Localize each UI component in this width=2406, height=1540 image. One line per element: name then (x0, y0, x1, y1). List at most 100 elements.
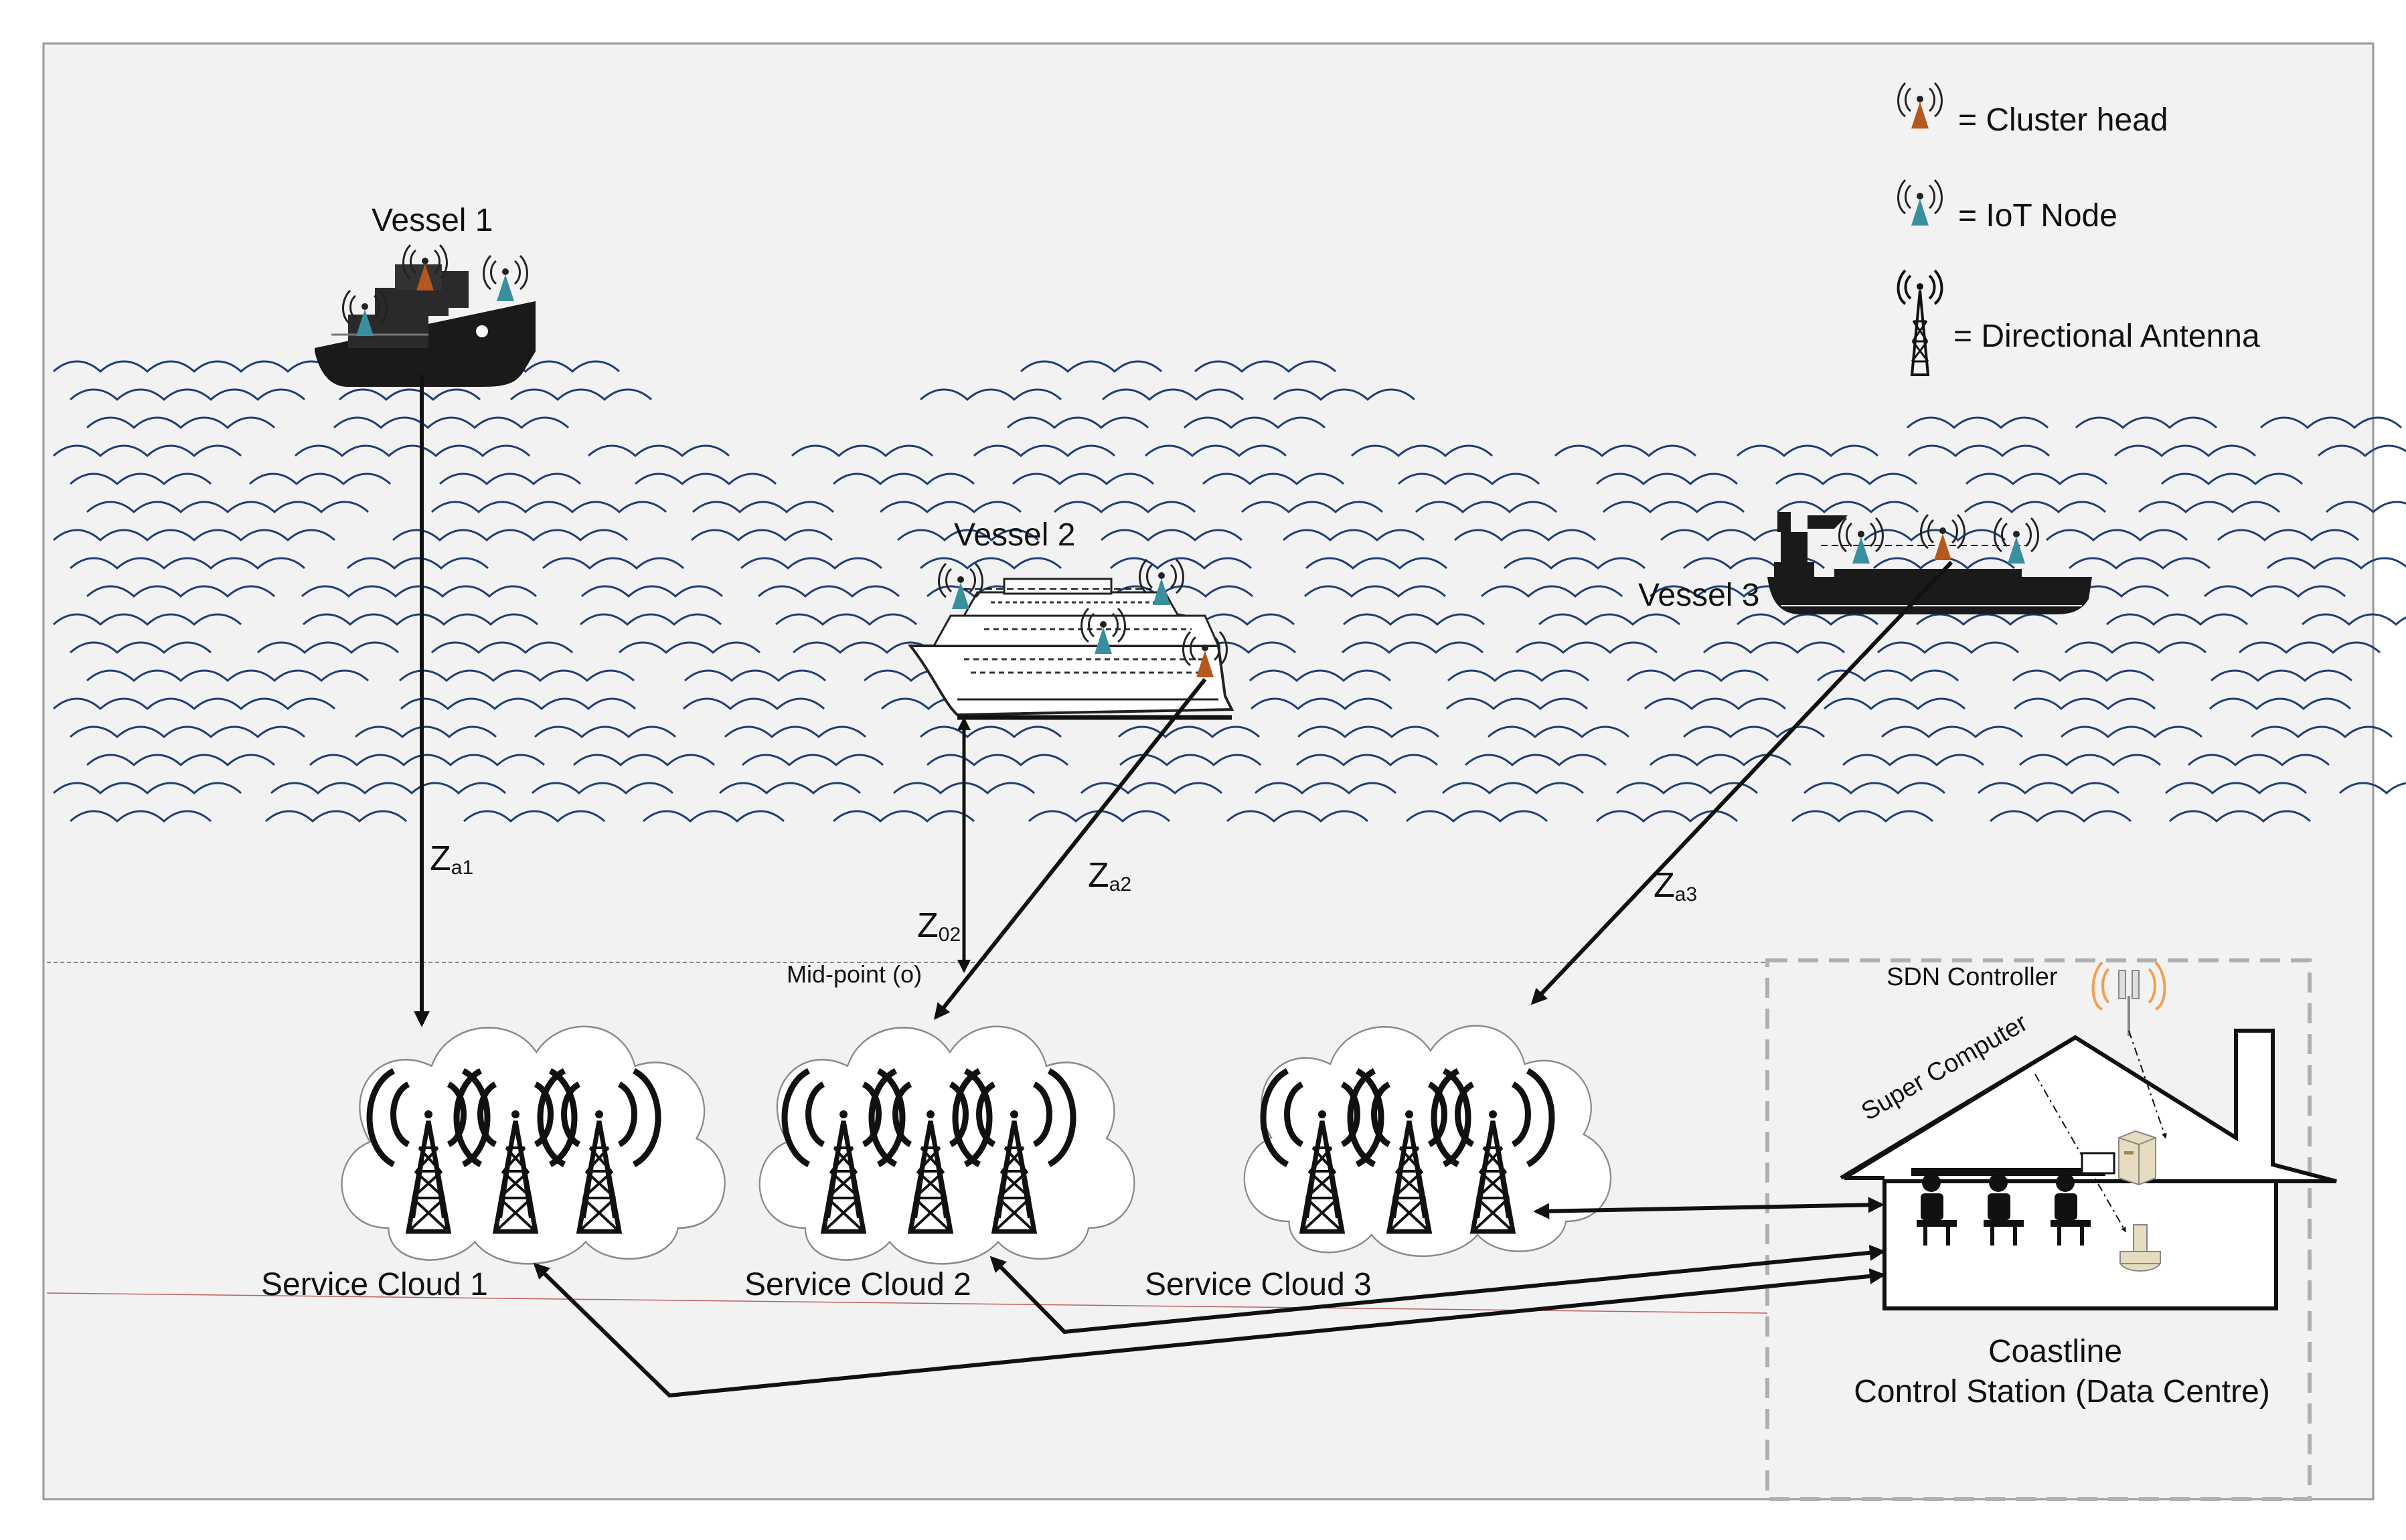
link-za2-arrow (934, 678, 1207, 1020)
wave-line (2075, 416, 2218, 430)
wave-line (1053, 501, 1196, 514)
super-computer-server-icon (2118, 1130, 2156, 1186)
wave-line (1249, 669, 1392, 683)
vessel-3-label: Vessel 3 (1638, 578, 1759, 613)
wave-line (1842, 754, 1985, 767)
sea-waves (52, 360, 2406, 823)
wave-line (1791, 810, 1934, 823)
wave-line (740, 557, 883, 570)
wave-line (1453, 529, 1597, 542)
wave-line (52, 444, 242, 458)
wave-line (1487, 725, 1630, 739)
wave-line (1254, 782, 1397, 795)
wave-line (1876, 641, 2020, 655)
wave-line (1006, 416, 1149, 430)
wave-line (52, 613, 242, 626)
wave-line (618, 641, 761, 655)
shore-line (46, 1292, 1768, 1314)
wave-line (1649, 585, 1792, 598)
wave-line (1736, 444, 1879, 458)
wave-line (1803, 782, 1946, 795)
wave-line (832, 810, 975, 823)
link-za2-label: Za2 (1088, 856, 1131, 895)
wave-line (531, 782, 674, 795)
operators-workstation-icon (1911, 1152, 2115, 1246)
link-za3-arrow (1530, 560, 1953, 1005)
wave-line (718, 782, 862, 795)
vessel-2-windows (964, 601, 1208, 674)
wave-line (1445, 697, 1589, 711)
wave-line (775, 613, 918, 626)
wave-line (1775, 473, 1918, 486)
wave-line (1602, 501, 1745, 514)
wave-line (1012, 473, 1155, 486)
vessel-1-hull (315, 351, 536, 387)
wave-line (1202, 473, 1345, 486)
wave-line (1144, 444, 1287, 458)
wave-line (741, 754, 884, 767)
wave-line (463, 810, 606, 823)
wave-line (430, 501, 667, 514)
wave-line (248, 473, 392, 486)
wave-line (682, 697, 825, 711)
wave-line (398, 669, 635, 683)
wave-line (2045, 529, 2188, 542)
wave-line (1117, 725, 1261, 739)
wave-line (264, 810, 408, 823)
wave-line (2064, 641, 2207, 655)
wave-line (2338, 782, 2406, 795)
wave-line (2266, 557, 2406, 570)
wave-line (724, 725, 867, 739)
wave-line (572, 754, 716, 767)
wave-line (1880, 725, 2024, 739)
wave-line (1816, 669, 1959, 683)
wave-line (1480, 585, 1623, 598)
wave-line (1554, 444, 1697, 458)
wave-line (973, 444, 1116, 458)
wave-line (792, 641, 935, 655)
station-title-line2: Control Station (Data Centre) (1854, 1374, 2270, 1409)
wave-line (896, 529, 1040, 542)
wave-line (301, 585, 538, 598)
wave-line (1342, 613, 1486, 626)
wave-line (919, 725, 1062, 739)
vessel-2: Vessel 2 (907, 517, 1234, 720)
wave-line (692, 501, 835, 514)
wave-line (1682, 725, 1826, 739)
wave-line (1643, 697, 1787, 711)
legend-iot-node: = IoT Node (1958, 198, 2117, 234)
wave-line (86, 501, 370, 514)
wave-line (400, 697, 637, 711)
wave-line (69, 810, 212, 823)
wave-line (1303, 585, 1447, 598)
wave-line (1595, 473, 1739, 486)
wave-line (1989, 810, 2132, 823)
wave-line (919, 388, 1062, 402)
wave-line (1297, 725, 1440, 739)
wave-line (86, 416, 276, 430)
service-cloud-1: Service Cloud 1 (261, 1025, 726, 1302)
wave-line (926, 754, 1069, 767)
wave-line (69, 473, 212, 486)
wave-line (2250, 725, 2393, 739)
link-za1-label: Za1 (430, 839, 473, 879)
wave-line (2210, 669, 2353, 683)
wave-line (1906, 416, 2049, 430)
wave-line (2013, 697, 2156, 711)
link-za3-label: Za3 (1654, 866, 1697, 906)
wave-line (879, 501, 1022, 514)
legend-cluster-head: = Cluster head (1958, 102, 2168, 138)
wave-line (757, 585, 900, 598)
wave-line (542, 557, 685, 570)
wave-line (1503, 557, 1646, 570)
wave-line (2238, 641, 2381, 655)
wave-line (2068, 557, 2211, 570)
wave-line (1626, 669, 1769, 683)
wave-line (1240, 501, 1384, 514)
wave-line (1965, 473, 2108, 486)
wave-line (642, 810, 785, 823)
wave-line (1415, 501, 1558, 514)
wave-line (1350, 444, 1494, 458)
